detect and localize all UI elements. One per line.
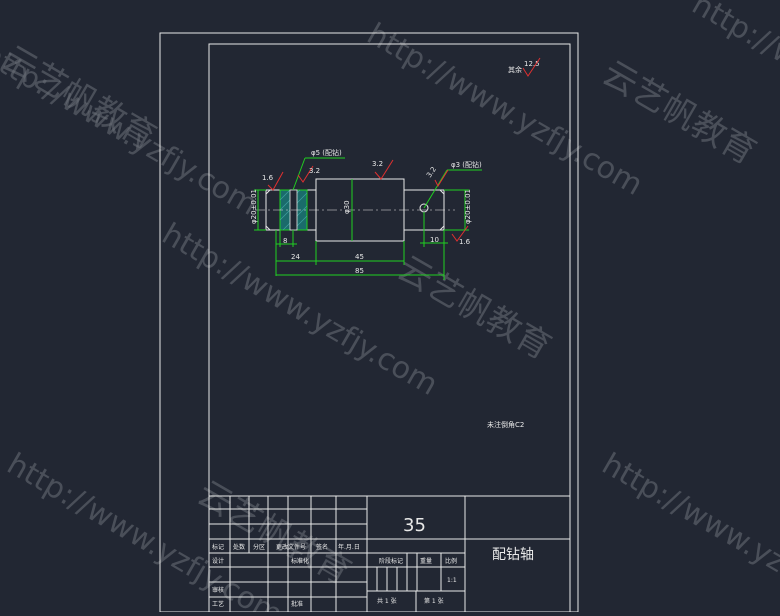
dim-length-8: 8	[283, 237, 287, 245]
scale-label: 比例	[445, 557, 457, 565]
roughness-value: 1.6	[262, 174, 274, 182]
row-review: 审核	[212, 586, 224, 594]
roughness-value: 3.2	[309, 167, 320, 175]
title-block: 35 配钻轴 标记 处数 分区 更改文件号 签名 年.月.日 设计 标准化 审核…	[209, 495, 570, 612]
roughness-symbol	[522, 57, 541, 77]
stage-mark-label: 阶段标记	[379, 557, 403, 565]
technical-note-chamfer: 未注倒角C2	[487, 420, 524, 429]
watermark-brand: 云艺帆教育	[391, 248, 558, 368]
roughness-value: 3.2	[372, 160, 383, 168]
watermark-url: http://www.yzfjy.com	[361, 17, 649, 203]
dim-diameter-middle: φ30	[343, 200, 351, 214]
row-design: 设计	[212, 557, 224, 565]
header-change-doc: 更改文件号	[276, 543, 306, 551]
material-field: 35	[403, 515, 426, 536]
roughness-other: 其余 12.5	[508, 57, 541, 77]
dim-diameter-right: φ20±0.01	[464, 189, 472, 224]
weight-label: 重量	[420, 557, 432, 565]
header-count: 处数	[233, 543, 245, 551]
dim-length-24: 24	[291, 253, 300, 261]
watermark-brand: 云艺帆教育	[0, 38, 163, 158]
row-process: 工艺	[212, 600, 224, 608]
sheet-number: 第 1 张	[424, 597, 444, 605]
roughness-other-value: 12.5	[524, 60, 540, 68]
header-date: 年.月.日	[338, 543, 360, 551]
watermark-url: http://www.yzfjy.com	[596, 447, 780, 612]
dim-length-10: 10	[430, 236, 439, 244]
dim-length-45: 45	[355, 253, 364, 261]
dim-diameter-left: φ20±0.01	[250, 189, 258, 224]
roughness-mark	[267, 171, 284, 191]
note-hole-phi3: φ3 (配钻)	[451, 160, 482, 169]
dim-length-85: 85	[355, 267, 364, 275]
roughness-other-label: 其余	[508, 65, 522, 74]
roughness-value: 1.6	[459, 238, 471, 246]
roughness-value: 3.2	[425, 165, 438, 179]
watermark-url: http://www.yzfjy.com	[156, 217, 444, 403]
part-name-field: 配钻轴	[492, 547, 534, 563]
header-mark: 标记	[212, 543, 224, 551]
shaft-view	[255, 178, 455, 242]
note-hole-phi5: φ5 (配钻)	[311, 148, 342, 157]
watermark-brand: 云艺帆教育	[596, 53, 763, 173]
header-signature: 签名	[316, 543, 328, 551]
header-zone: 分区	[253, 543, 265, 551]
row-approve: 批准	[291, 600, 303, 608]
dimensions: φ20±0.01 φ30 φ20±0.01 8 24 45 85 10 φ5	[250, 148, 482, 280]
scale-value: 1:1	[447, 577, 457, 584]
sheets-total: 共 1 张	[377, 597, 397, 605]
row-standardization: 标准化	[291, 557, 309, 565]
